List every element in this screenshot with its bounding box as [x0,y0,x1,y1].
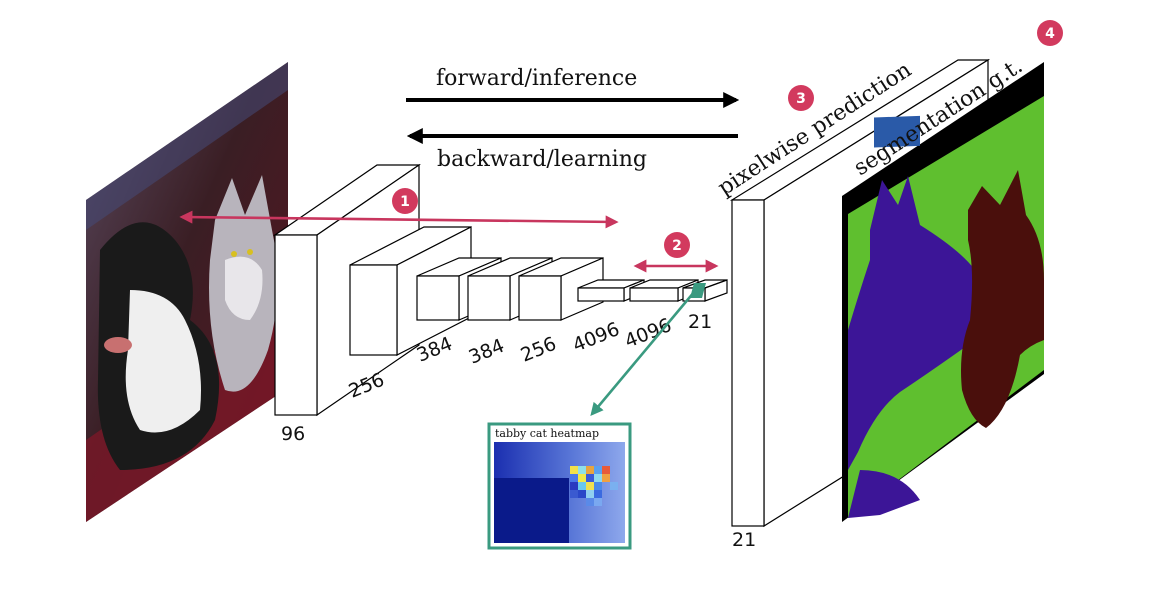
heatmap-cell [578,490,586,498]
heatmap-cell [586,474,594,482]
heatmap-source-cell [690,283,706,298]
heatmap-cell [586,490,594,498]
layer-label: 256 [518,333,560,367]
span-arrow-1 [179,210,619,229]
heatmap-title: tabby cat heatmap [495,427,599,440]
svg-text:1: 1 [400,194,410,210]
heatmap-cell [602,466,610,474]
backward-label: backward/learning [437,147,647,172]
heatmap-cell [594,482,602,490]
segmentation-gt-image [842,62,1044,522]
svg-text:3: 3 [796,91,806,107]
heatmap-cell [578,482,586,490]
dog-tongue [104,337,132,353]
badge-3: 3 [788,85,814,111]
heatmap-cell [586,498,594,506]
network-layers [273,163,728,417]
forward-label: forward/inference [436,66,637,91]
heatmap-cell [594,498,602,506]
heatmap-cell [578,474,586,482]
heatmap-inset: tabby cat heatmap [487,422,632,550]
layer-label: 96 [281,423,305,445]
heatmap-arrow [590,284,701,416]
heatmap-cell [578,466,586,474]
output-layer-label: 21 [732,529,756,551]
input-image [86,62,288,522]
badge-2: 2 [664,232,690,258]
heatmap-cell [570,466,578,474]
badge-1: 1 [392,188,418,214]
heatmap-cell [594,490,602,498]
heatmap-cell [610,482,618,490]
svg-text:2: 2 [672,238,682,254]
badge-4: 4 [1037,20,1063,46]
heatmap-cell [570,490,578,498]
heatmap-cell [570,482,578,490]
heatmap-cell [586,482,594,490]
heatmap-cell [594,466,602,474]
heatmap-cells [570,466,618,506]
heatmap-cell [594,474,602,482]
heatmap-cell [570,474,578,482]
layer-label: 384 [466,335,508,369]
heatmap-cell [602,474,610,482]
heatmap-cell [586,466,594,474]
layer-label: 4096 [570,318,623,357]
layer-label: 21 [688,311,712,333]
svg-text:4: 4 [1045,26,1055,42]
